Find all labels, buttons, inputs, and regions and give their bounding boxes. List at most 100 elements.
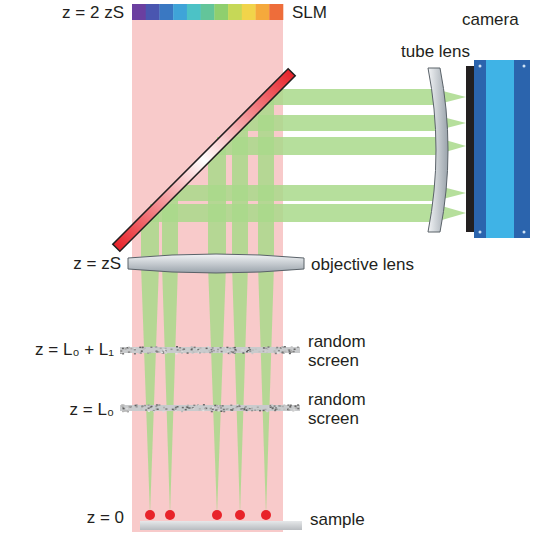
screen-speckle (267, 410, 269, 412)
screen-speckle (173, 409, 175, 411)
screen-speckle (230, 409, 232, 411)
screen-speckle (124, 410, 126, 412)
screen-speckle (207, 346, 209, 348)
screen-base (120, 405, 300, 411)
screen-speckle (278, 409, 280, 411)
screen-speckle (220, 407, 222, 409)
screen-speckle (276, 347, 278, 349)
screen-speckle (270, 406, 272, 408)
screen-speckle (196, 348, 198, 350)
screen-speckle (244, 407, 246, 409)
screen-speckle (211, 351, 213, 353)
screen-speckle (234, 349, 236, 351)
label: random screen (308, 332, 392, 370)
screen-speckle (177, 349, 179, 351)
screen-speckle (251, 410, 253, 412)
screen-speckle (242, 349, 244, 351)
screen-speckle (199, 352, 201, 354)
label: z = L₀ + L₁ (35, 340, 114, 359)
screen-speckle (223, 409, 225, 411)
screen-speckle (271, 404, 273, 406)
screen-speckle (120, 350, 122, 352)
slm-pixel (187, 4, 201, 20)
screen-speckle (162, 352, 164, 354)
screen-speckle (135, 405, 137, 407)
screen-speckle (144, 405, 146, 407)
screen-speckle (171, 349, 173, 351)
screen-speckle (274, 405, 276, 407)
label: z = zS (73, 254, 121, 273)
screen-speckle (150, 347, 152, 349)
screen-speckle (275, 353, 277, 355)
screen-speckle (235, 350, 237, 352)
screen-speckle (272, 407, 274, 409)
screen-speckle (280, 347, 282, 349)
screen-speckle (172, 409, 174, 411)
slm-pixel (242, 4, 256, 20)
screen-speckle (125, 348, 127, 350)
screen-speckle (205, 408, 207, 410)
screen-speckle (186, 406, 188, 408)
slm-pixel (228, 4, 242, 20)
screen-speckle (192, 408, 194, 410)
screen-speckle (212, 407, 214, 409)
screen-speckle (237, 406, 239, 408)
screen-speckle (249, 406, 251, 408)
label: z = L₀ (70, 400, 114, 419)
screen-speckle (122, 353, 124, 355)
screen-speckle (141, 406, 143, 408)
screen-speckle (199, 408, 201, 410)
screen-speckle (257, 409, 259, 411)
screen-speckle (284, 346, 286, 348)
screen-speckle (297, 404, 299, 406)
screen-speckle (141, 406, 143, 408)
screen-speckle (229, 353, 231, 355)
screen-speckle (295, 405, 297, 407)
screen-speckle (270, 406, 272, 408)
screen-speckle (245, 406, 247, 408)
screen-speckle (211, 411, 213, 413)
screen-speckle (175, 410, 177, 412)
screen-speckle (198, 405, 200, 407)
screen-speckle (194, 347, 196, 349)
screen-speckle (157, 348, 159, 350)
screen-speckle (163, 407, 165, 409)
label: SLM (292, 3, 327, 22)
screen-speckle (290, 405, 292, 407)
screen-speckle (128, 347, 130, 349)
screen-speckle (200, 347, 202, 349)
screen-speckle (222, 405, 224, 407)
screen-speckle (265, 409, 267, 411)
screen-speckle (210, 408, 212, 410)
screen-speckle (204, 408, 206, 410)
objective-lens (128, 254, 304, 273)
screen-speckle (181, 352, 183, 354)
beam-splitter (113, 69, 295, 251)
screen-speckle (265, 350, 267, 352)
screen-speckle (220, 347, 222, 349)
screen-speckle (279, 405, 281, 407)
screen-speckle (259, 410, 261, 412)
screen-speckle (192, 352, 194, 354)
screen-speckle (203, 404, 205, 406)
screen-speckle (126, 410, 128, 412)
label: z = 2 zS (62, 3, 124, 22)
screen-speckle (156, 404, 158, 406)
screen-speckle (285, 351, 287, 353)
screen-speckle (143, 348, 145, 350)
screen-speckle (208, 350, 210, 352)
screen-speckle (227, 351, 229, 353)
screen-speckle (273, 409, 275, 411)
screen-speckle (209, 350, 211, 352)
label: tube lens (401, 42, 470, 61)
screen-speckle (297, 408, 299, 410)
screen-speckle (287, 404, 289, 406)
screen-speckle (245, 409, 247, 411)
tube-lens (428, 68, 448, 232)
screen-speckle (149, 352, 151, 354)
screen-speckle (134, 349, 136, 351)
screen-speckle (276, 347, 278, 349)
screen-speckle (122, 411, 124, 413)
screen-speckle (158, 405, 160, 407)
screen-speckle (163, 349, 165, 351)
